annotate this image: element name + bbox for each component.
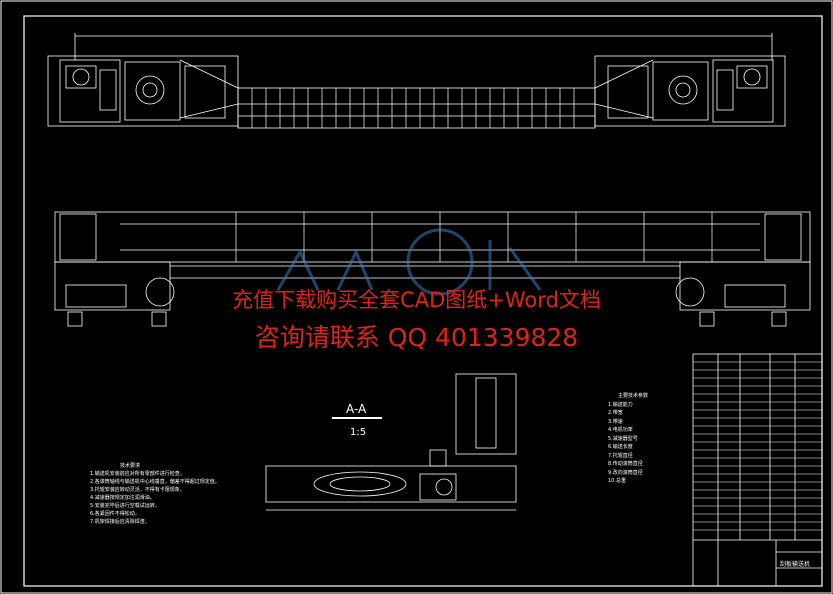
section-label: A-A [346, 402, 367, 416]
watermark-line-1: 充值下载购买全套CAD图纸+Word文档 [232, 288, 601, 312]
note-item: 5.安装完毕后进行空载试运转。 [90, 503, 160, 509]
note-item: 4.减速器按规定加注润滑油。 [90, 495, 155, 501]
param-item: 7.托辊直径 [608, 452, 633, 459]
section-scale: 1:5 [350, 427, 367, 438]
note-item: 7.机架焊接后应清除焊渣。 [90, 519, 150, 525]
notes-title: 技术要求 [120, 463, 141, 469]
note-item: 1.输送机安装前应对所有零部件进行检查。 [90, 471, 185, 477]
param-item: 9.改向滚筒直径 [608, 469, 643, 476]
params-title: 主要技术参数 [618, 393, 649, 399]
param-item: 8.传动滚筒直径 [608, 461, 643, 467]
drawing-name: 刮板输送机 [780, 561, 811, 568]
param-item: 6.输送长度 [608, 444, 633, 450]
inner-border [23, 15, 823, 587]
top-view [47, 33, 786, 129]
watermark-line-2: 咨询请联系 QQ 401339828 [254, 323, 579, 352]
parts-list-rows [693, 361, 822, 531]
top-view-slats [251, 88, 575, 128]
param-item: 10.总重 [608, 478, 626, 484]
param-item: 5.减速器型号 [608, 435, 638, 442]
note-item: 3.托辊安装应转动灵活，不得有卡阻现象。 [90, 487, 185, 493]
logo-watermark [276, 228, 542, 296]
param-item: 4.电机功率 [608, 427, 633, 433]
param-item: 1.输送能力 [608, 401, 633, 408]
section-a-a [265, 373, 517, 511]
title-block [692, 353, 823, 587]
param-item: 3.带速 [608, 418, 623, 425]
note-item: 2.各滚筒轴线与输送机中心线垂直，偏差不得超过规定值。 [90, 479, 220, 485]
technical-parameters: 主要技术参数 1.输送能力 2.带宽 3.带速 4.电机功率 5.减速器型号 6… [608, 392, 648, 486]
front-view-dividers [235, 212, 713, 262]
note-item: 6.各紧固件不得松动。 [90, 511, 140, 517]
param-item: 2.带宽 [608, 410, 623, 416]
technical-notes: 技术要求 1.输送机安装前应对所有零部件进行检查。 2.各滚筒轴线与输送机中心线… [90, 462, 220, 526]
